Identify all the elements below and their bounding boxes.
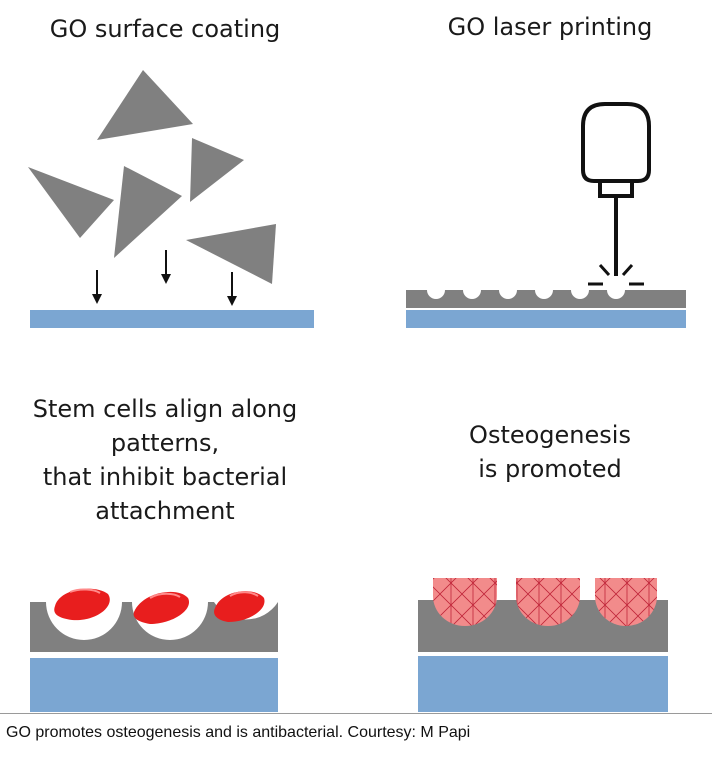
diagram-artwork [28,70,686,712]
stem-cell [214,591,265,622]
stem-cell [54,588,110,621]
caption-divider [0,713,712,714]
down-arrow-icon [92,250,237,306]
go-flake [186,224,276,284]
bone-tissue-dome [433,578,497,626]
laser-spark-icon [588,263,644,286]
osteogenesis-panel-title: Osteogenesis is promoted [469,421,631,483]
substrate [30,658,278,712]
osteogenesis-panel [418,578,668,712]
substrate [30,310,314,328]
coating-panel [28,70,314,328]
substrate [406,310,686,328]
go-flake [97,70,193,140]
laser-pattern-dimples [427,281,625,299]
substrate [418,656,668,712]
stem-cells-panel-title: Stem cells align along patterns, that in… [32,395,298,525]
figure-caption: GO promotes osteogenesis and is antibact… [6,724,471,741]
laser-panel [406,102,686,328]
bone-tissue-dome [516,578,580,626]
go-flake [28,167,114,238]
go-flake [114,166,182,258]
laser-printer-head-icon [581,102,651,276]
laser-panel-title: GO laser printing [447,13,653,41]
bone-tissue-dome [595,578,657,626]
stem-cell [133,591,190,624]
go-flake [190,138,244,202]
stem-cells-panel [30,588,278,712]
coating-panel-title: GO surface coating [49,15,281,43]
